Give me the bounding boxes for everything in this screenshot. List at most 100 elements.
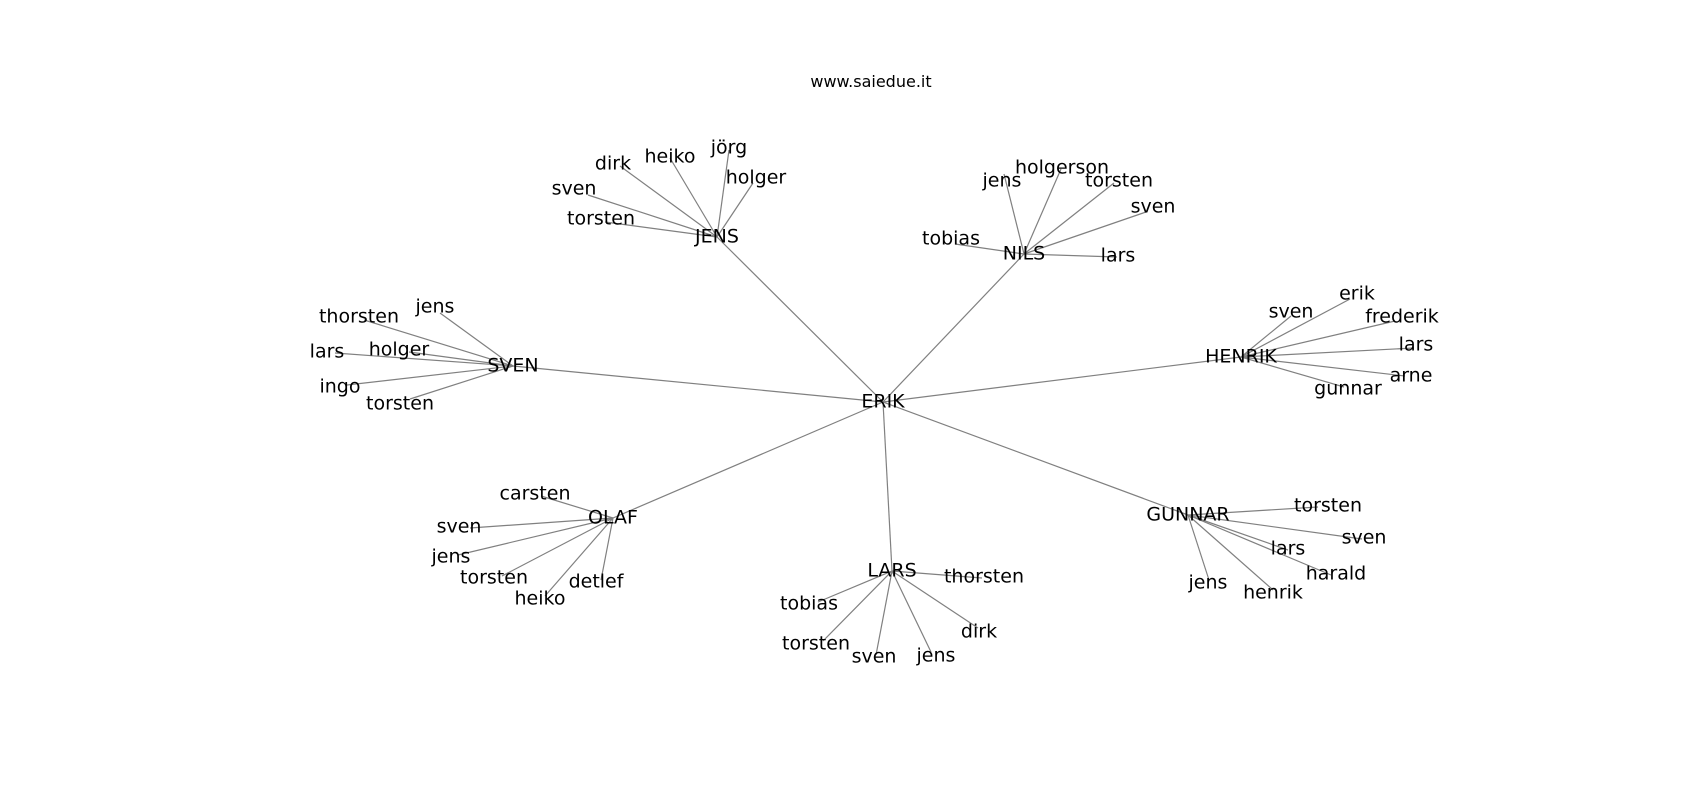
leaf-node-jens-holger: holger bbox=[726, 167, 787, 189]
leaf-node-nils-torsten: torsten bbox=[1085, 170, 1153, 192]
edge-lars-torsten bbox=[822, 570, 893, 642]
edge-jens-holger bbox=[716, 182, 754, 238]
edge-gunnar-lars bbox=[1187, 514, 1289, 551]
edge-olaf-heiko bbox=[544, 517, 614, 597]
edge-nils-tobias bbox=[954, 243, 1025, 255]
leaf-node-gunnar-harald: harald bbox=[1306, 563, 1366, 585]
watermark: www.saiedue.it bbox=[810, 72, 932, 91]
edge-nils-jens bbox=[1003, 173, 1025, 255]
leaf-node-sven-torsten: torsten bbox=[366, 393, 434, 415]
leaf-node-sven-holger: holger bbox=[369, 339, 430, 361]
leaf-node-sven-thorsten: thorsten bbox=[319, 306, 399, 328]
edge-henrik-sven bbox=[1240, 315, 1292, 358]
group-node-sven: SVEN bbox=[487, 355, 538, 377]
leaf-node-lars-dirk: dirk bbox=[961, 621, 997, 643]
edge-olaf-sven bbox=[469, 517, 614, 529]
edge-olaf-jens bbox=[457, 517, 614, 556]
edge-sven-thorsten bbox=[363, 319, 514, 367]
edge-olaf-torsten bbox=[501, 517, 614, 577]
edge-erik-olaf bbox=[612, 401, 884, 519]
leaf-node-henrik-sven: sven bbox=[1269, 301, 1314, 323]
edge-jens-heiko bbox=[669, 157, 718, 238]
edge-erik-gunnar bbox=[882, 401, 1189, 516]
edge-lars-tobias bbox=[817, 570, 893, 603]
group-node-gunnar: GUNNAR bbox=[1146, 504, 1229, 526]
leaf-node-jens-torsten: torsten bbox=[567, 208, 635, 230]
edge-henrik-frederik bbox=[1240, 320, 1396, 358]
edge-sven-holger bbox=[408, 351, 514, 367]
edge-gunnar-harald bbox=[1187, 514, 1332, 576]
group-node-olaf: OLAF bbox=[588, 507, 638, 529]
edge-henrik-arne bbox=[1240, 356, 1406, 377]
edge-nils-sven bbox=[1023, 211, 1147, 255]
edge-gunnar-jens bbox=[1187, 514, 1210, 581]
edge-erik-henrik bbox=[882, 356, 1242, 403]
edge-nils-lars bbox=[1023, 253, 1118, 258]
leaf-node-jens-dirk: dirk bbox=[595, 153, 631, 175]
leaf-node-nils-lars: lars bbox=[1101, 245, 1136, 267]
edge-nils-holgerson bbox=[1023, 168, 1062, 255]
edge-olaf-detlef bbox=[600, 517, 614, 581]
edge-gunnar-henrik bbox=[1187, 514, 1274, 591]
leaf-node-henrik-erik: erik bbox=[1339, 283, 1375, 305]
leaf-node-gunnar-jens: jens bbox=[1188, 572, 1228, 594]
leaf-node-nils-sven: sven bbox=[1131, 196, 1176, 218]
edge-gunnar-torsten bbox=[1187, 506, 1319, 516]
leaf-node-lars-torsten: torsten bbox=[782, 633, 850, 655]
leaf-node-olaf-detlef: detlef bbox=[569, 571, 625, 593]
group-node-nils: NILS bbox=[1003, 243, 1045, 265]
leaf-node-henrik-gunnar: gunnar bbox=[1314, 378, 1382, 400]
leaf-node-jens-sven: sven bbox=[552, 178, 597, 200]
edge-lars-sven bbox=[875, 570, 893, 656]
leaf-node-gunnar-henrik: henrik bbox=[1243, 582, 1303, 604]
edge-jens-sven bbox=[587, 194, 718, 238]
leaf-node-olaf-sven: sven bbox=[437, 516, 482, 538]
leaf-node-jens-jorg: jörg bbox=[710, 137, 747, 159]
leaf-node-olaf-jens: jens bbox=[431, 546, 471, 568]
leaf-node-olaf-torsten: torsten bbox=[460, 567, 528, 589]
edge-erik-sven bbox=[512, 365, 884, 403]
leaf-node-nils-tobias: tobias bbox=[922, 228, 980, 250]
leaf-node-nils-jens: jens bbox=[982, 170, 1022, 192]
edge-henrik-gunnar bbox=[1240, 356, 1345, 388]
group-node-lars: LARS bbox=[867, 560, 916, 582]
group-node-henrik: HENRIK bbox=[1205, 346, 1277, 368]
edge-sven-lars bbox=[334, 352, 514, 367]
edge-lars-dirk bbox=[891, 570, 979, 629]
edge-jens-torsten bbox=[604, 221, 718, 238]
leaf-node-olaf-carsten: carsten bbox=[500, 483, 571, 505]
edge-lars-jens bbox=[891, 570, 932, 653]
leaf-node-gunnar-lars: lars bbox=[1271, 538, 1306, 560]
leaf-node-lars-jens: jens bbox=[916, 645, 956, 667]
leaf-node-nils-holgerson: holgerson bbox=[1015, 157, 1109, 179]
edge-sven-jens bbox=[439, 312, 514, 367]
edge-nils-torsten bbox=[1023, 182, 1115, 255]
edge-henrik-lars bbox=[1240, 347, 1415, 358]
root-node-erik: ERIK bbox=[861, 391, 905, 413]
graph-edges bbox=[334, 149, 1415, 656]
leaf-node-sven-lars: lars bbox=[310, 341, 345, 363]
edge-henrik-erik bbox=[1240, 298, 1351, 358]
leaf-node-lars-tobias: tobias bbox=[780, 593, 838, 615]
edge-gunnar-sven bbox=[1187, 514, 1363, 540]
edge-lars-thorsten bbox=[891, 570, 983, 579]
leaf-node-olaf-heiko: heiko bbox=[515, 588, 566, 610]
edge-erik-lars bbox=[882, 401, 893, 572]
leaf-node-sven-ingo: ingo bbox=[319, 376, 360, 398]
group-node-jens: JENS bbox=[694, 226, 739, 248]
leaf-node-henrik-arne: arne bbox=[1390, 365, 1433, 387]
edge-erik-jens bbox=[716, 236, 884, 403]
leaf-node-sven-jens: jens bbox=[415, 296, 455, 318]
edge-jens-dirk bbox=[619, 165, 718, 238]
leaf-node-jens-heiko: heiko bbox=[645, 146, 696, 168]
leaf-node-gunnar-torsten: torsten bbox=[1294, 495, 1362, 517]
edge-jens-jorg bbox=[716, 149, 730, 238]
leaf-node-lars-thorsten: thorsten bbox=[944, 566, 1024, 588]
edge-erik-nils bbox=[882, 253, 1025, 403]
leaf-node-lars-sven: sven bbox=[852, 646, 897, 668]
edge-olaf-carsten bbox=[540, 495, 614, 519]
leaf-node-henrik-lars: lars bbox=[1399, 334, 1434, 356]
